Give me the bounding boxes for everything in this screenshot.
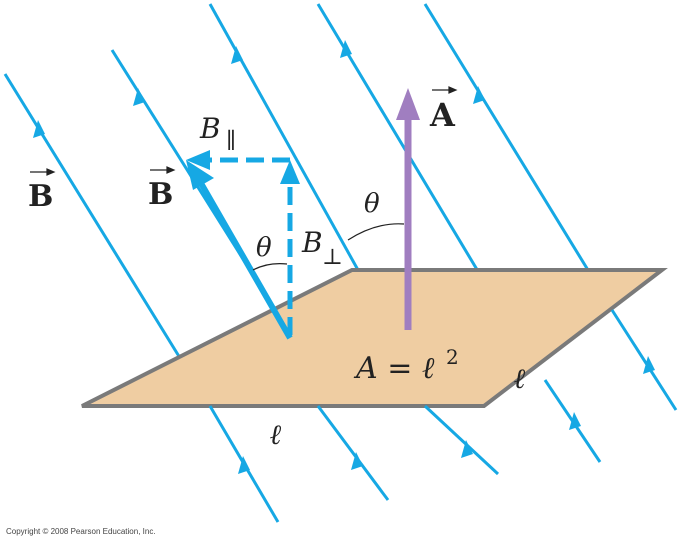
theta-left-label: θ: [256, 233, 272, 263]
arrowhead-icon: [280, 160, 300, 184]
arrowhead-icon: [461, 440, 473, 458]
overhead-arrow-icon: [166, 166, 176, 174]
field-line-2-lower: [316, 405, 390, 501]
arrowhead-icon: [643, 356, 655, 374]
field-line-3-lower: [423, 404, 500, 476]
theta-arc-left: [252, 263, 288, 271]
field-lines-front: [208, 309, 678, 523]
field-line-3-upper: [208, 3, 360, 271]
arrowhead-icon: [569, 412, 581, 430]
a-vector-label: A: [429, 96, 456, 134]
side-bottom-label: ℓ: [269, 418, 282, 451]
arrowhead-icon: [351, 452, 363, 470]
area-equation: A = ℓ: [353, 351, 435, 386]
copyright-text: Copyright © 2008 Pearson Education, Inc.: [6, 527, 156, 536]
arrowhead-icon: [231, 46, 243, 64]
side-right-label: ℓ: [513, 362, 526, 395]
area-exponent: 2: [446, 345, 459, 369]
arrowhead-icon: [340, 40, 352, 58]
field-b-label: B: [28, 179, 53, 214]
arrowhead-icon: [396, 88, 420, 120]
b-perp-subscript: ⊥: [322, 245, 343, 270]
arrowhead-icon: [473, 86, 485, 104]
field-line-5-upper: [423, 3, 612, 307]
theta-right-label: θ: [364, 189, 380, 219]
arrowhead-icon: [33, 120, 45, 138]
b-vector-arrow: [195, 176, 293, 340]
field-line-5-lower: [610, 309, 678, 411]
overhead-arrows: [30, 86, 458, 176]
overhead-arrow-icon: [448, 86, 458, 94]
arrowhead-icon: [133, 88, 145, 106]
b-parallel-label: B: [199, 112, 221, 145]
field-arrowheads: [33, 40, 655, 474]
theta-arc-right: [347, 223, 405, 241]
area-plane: [81, 268, 668, 408]
b-parallel-subscript: ∥: [226, 129, 236, 154]
b-vector-label: B: [148, 177, 173, 212]
b-components: [205, 157, 293, 335]
b-perp-label: B: [301, 226, 323, 259]
arrowhead-icon: [186, 150, 210, 170]
arrowhead-icon: [238, 456, 250, 474]
arrowhead-icon: [186, 160, 214, 190]
overhead-arrow-icon: [46, 168, 56, 176]
field-line-1-upper: [3, 73, 182, 359]
